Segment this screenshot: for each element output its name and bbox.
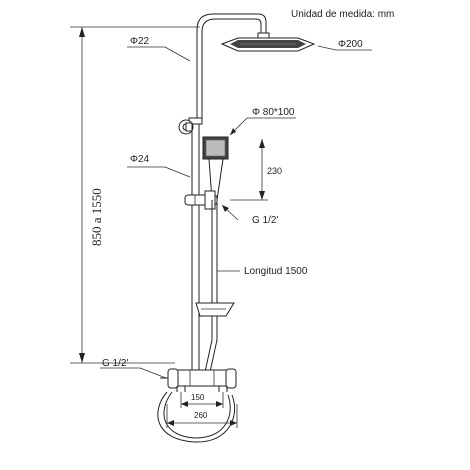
wall-bracket — [178, 119, 194, 135]
slider-thread-leader: G 1/2' — [221, 204, 278, 226]
unit-note: Unidad de medida: mm — [291, 9, 394, 20]
hand-shower — [202, 136, 229, 201]
inlet-spacing-dimension: 150 — [180, 392, 224, 408]
inlet-thread-label: G 1/2' — [102, 358, 128, 369]
inlet-spacing-label: 150 — [191, 393, 205, 402]
overhead-arm — [196, 13, 267, 120]
overall-height-dimension: 850 a 1550 — [70, 26, 200, 364]
head-shower-leader: Φ200 — [317, 39, 372, 51]
slider-thread-label: G 1/2' — [252, 215, 278, 226]
hose-length-leader: Longitud 1500 — [217, 266, 308, 277]
thermostatic-mixer — [160, 368, 237, 392]
soap-dish — [195, 302, 235, 317]
head-shower-diameter-label: Φ200 — [338, 39, 363, 50]
inlet-thread-leader: G 1/2' — [100, 358, 167, 379]
overall-height-label: 850 a 1550 — [89, 188, 104, 246]
lower-pipe-diameter-label: Φ24 — [130, 154, 150, 165]
slider-travel-label: 230 — [267, 166, 282, 176]
slider-travel-dimension: 230 — [230, 139, 282, 201]
upper-pipe-diameter-label: Φ22 — [130, 36, 150, 47]
lower-pipe-leader: Φ24 — [127, 154, 191, 178]
hand-shower-size-label: Φ 80*100 — [252, 107, 295, 118]
mixer-width-label: 260 — [194, 411, 208, 420]
hose-length-label: Longitud 1500 — [244, 266, 308, 277]
hand-shower-leader: Φ 80*100 — [229, 107, 296, 136]
riser-pipe — [188, 117, 203, 372]
mixer-width-dimension: 260 — [166, 404, 238, 428]
rain-shower-head — [220, 32, 316, 52]
shower-hose — [157, 200, 236, 443]
upper-pipe-leader: Φ22 — [127, 36, 191, 62]
